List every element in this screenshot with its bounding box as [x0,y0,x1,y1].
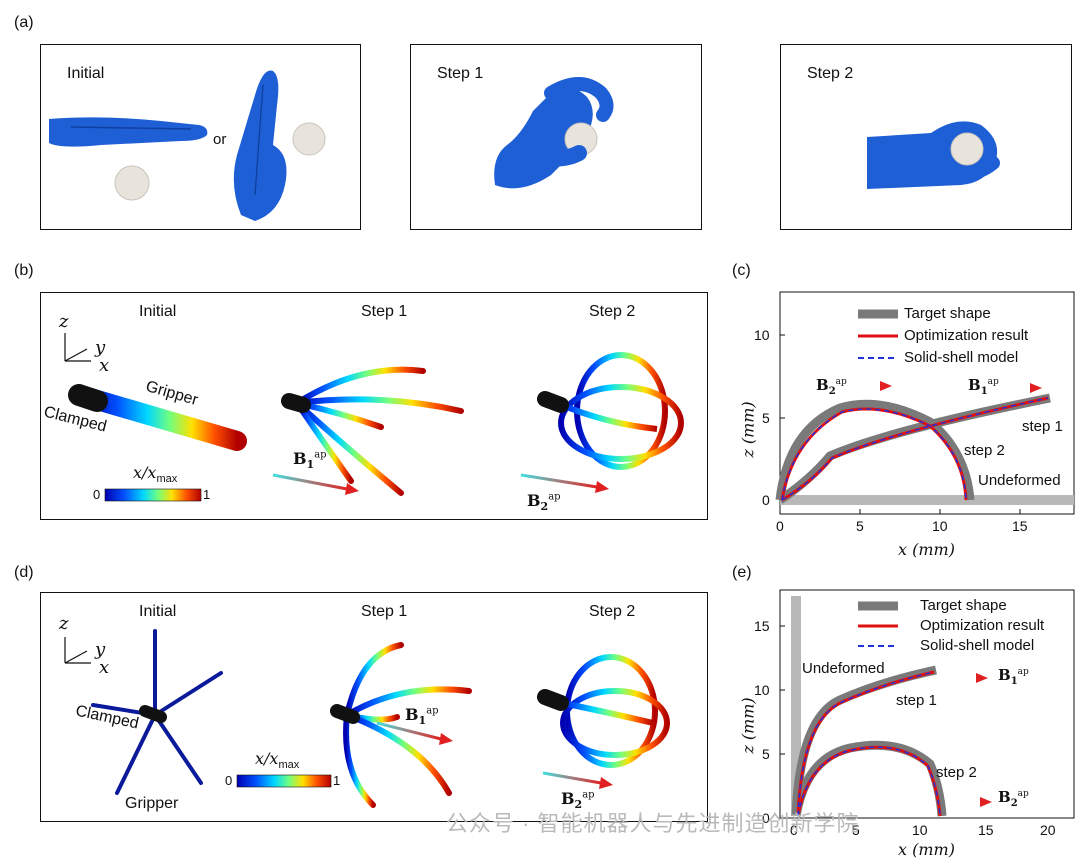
c-step1: step 1 [1022,418,1063,435]
e-ytick-10: 10 [754,682,770,698]
watermark-text: 公众号 · 智能机器人与先进制造创新学院 [446,811,860,836]
panel-c-chart [775,291,1075,515]
panel-label-a: (a) [14,14,34,31]
c-undeformed: Undeformed [978,472,1061,489]
e-xlabel: x (mm) [898,840,955,859]
panel-label-b: (b) [14,262,34,279]
b-axis-y: y [95,337,106,358]
e-legend-target: Target shape [920,597,1007,614]
glove-step1-illustration [494,77,614,189]
c-xtick-10: 10 [932,518,948,534]
e-xtick-10: 10 [912,822,928,838]
panel-a-step1-title: Step 1 [437,65,484,82]
c-ytick-0: 0 [762,492,770,508]
e-step1: step 1 [896,692,937,709]
panel-a-step2-title: Step 2 [807,65,854,82]
d-axis-y: y [95,639,106,660]
panel-b-initial-title: Initial [139,303,177,320]
d-cb-min: 0 [225,773,233,788]
panel-b-step1-title: Step 1 [361,303,408,320]
glove-initial-illustration [49,70,326,221]
e-undeformed: Undeformed [802,660,885,677]
b-colorbar-label: x/xmax [133,463,178,486]
b-axis-z: z [59,311,69,332]
b-cb-min: 0 [93,487,101,502]
panel-d-step1-title: Step 1 [361,603,408,620]
c-legend-opt: Optimization result [904,327,1029,344]
c-xtick-5: 5 [856,518,864,534]
e-xtick-15: 15 [978,822,994,838]
b-axis-x: x [99,355,110,376]
c-legend-solid: Solid-shell model [904,349,1019,366]
panel-d-initial-title: Initial [139,603,177,620]
b-field1-label: B1ap [293,449,327,472]
b-cb-max: 1 [203,487,211,502]
e-legend-solid: Solid-shell model [920,637,1035,654]
c-step2: step 2 [964,442,1005,459]
c-b1-label: B1ap [968,376,999,397]
d-colorbar-label: x/xmax [255,749,300,772]
panel-a-initial-box: Initial or [40,44,361,230]
e-xtick-5: 5 [852,822,860,838]
c-ylabel: z (mm) [738,401,758,458]
or-text: or [213,131,227,148]
panel-d-figure [64,629,670,808]
panel-a-step2-box: Step 2 [780,44,1072,230]
glove-step2-illustration [867,121,1000,189]
panel-d-step2-title: Step 2 [589,603,636,620]
c-xtick-0: 0 [776,518,784,534]
e-b2-label: B2ap [998,788,1029,809]
panel-label-c: (c) [732,262,751,279]
d-axis-z: z [59,613,69,634]
c-ytick-10: 10 [754,327,770,343]
panel-b-figure [64,333,684,502]
e-b1-label: B1ap [998,666,1029,687]
d-field1-label: B1ap [405,705,439,728]
e-xtick-0: 0 [790,822,798,838]
panel-d-box: Initial Step 1 Step 2 [40,592,708,822]
panel-a-step1-box: Step 1 [410,44,702,230]
e-ylabel: z (mm) [738,697,758,754]
d-axis-x: x [99,657,110,678]
e-ytick-0: 0 [762,810,770,826]
panel-label-e: (e) [732,564,752,581]
e-ytick-15: 15 [754,618,770,634]
panel-b-box: Initial Step 1 Step 2 [40,292,708,520]
panel-label-d: (d) [14,564,34,581]
d-gripper-text: Gripper [125,795,179,812]
c-ytick-5: 5 [762,410,770,426]
e-step2: step 2 [936,764,977,781]
panel-e-chart [779,589,1075,819]
panel-a-initial-title: Initial [67,65,105,82]
b-field2-label: B2ap [527,491,561,514]
c-legend-target: Target shape [904,305,991,322]
e-legend-opt: Optimization result [920,617,1045,634]
panel-b-step2-title: Step 2 [589,303,636,320]
e-ytick-5: 5 [762,746,770,762]
e-xtick-20: 20 [1040,822,1056,838]
c-xlabel: x (mm) [898,540,955,559]
d-cb-max: 1 [333,773,341,788]
d-field2-label: B2ap [561,789,595,812]
c-xtick-15: 15 [1012,518,1028,534]
c-b2-label: B2ap [816,376,847,397]
